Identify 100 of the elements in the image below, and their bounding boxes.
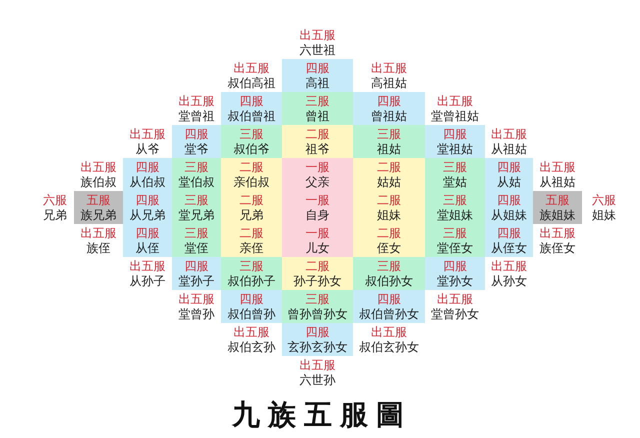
relative-name: 六世孙 [300,372,336,388]
kinship-cell [282,224,353,257]
mourning-degree: 四服 [184,126,208,142]
mourning-degree: 四服 [136,192,160,208]
mourning-degree: 出五服 [540,226,576,240]
relative-name: 从侄女 [491,240,527,256]
relative-name: 父亲 [306,174,330,190]
mourning-degree: 四服 [377,292,401,306]
relative-name: 兄弟 [240,208,264,222]
kinship-cell [221,290,282,323]
relative-name: 堂祖姑 [437,142,473,156]
mourning-degree: 出五服 [80,226,116,240]
relative-name: 亲侄 [240,240,264,256]
mourning-degree: 一服 [306,192,330,208]
relative-name: 玄孙玄孙女 [288,340,348,354]
relative-name: 堂曾孙 [178,306,214,322]
relative-name: 堂孙子 [178,274,214,288]
relative-name: 堂侄 [184,240,208,256]
relative-name: 亲伯叔 [234,174,270,190]
relative-name: 族侄 [86,240,110,256]
relative-name: 叔伯爷 [234,142,270,156]
kinship-cell [282,323,353,356]
relative-name: 六世祖 [300,42,336,58]
kinship-cell [353,92,425,125]
mourning-degree: 四服 [240,292,264,306]
diagram-title: 九族五服圖 [230,398,412,432]
kinship-cell [221,158,282,191]
relative-name: 姐妹 [592,208,616,222]
kinship-cell [353,290,425,323]
relative-name: 族侄女 [540,240,576,256]
kinship-cell [172,224,221,257]
relative-name: 祖爷 [306,142,330,156]
kinship-cell [282,125,353,158]
mourning-degree: 六服 [592,192,616,208]
relative-name: 姑姑 [377,174,401,190]
mourning-degree: 三服 [377,126,401,142]
mourning-degree: 五服 [86,192,110,208]
kinship-cell [221,125,282,158]
kinship-cell [172,125,221,158]
relative-name: 堂兄弟 [178,208,214,222]
mourning-degree: 三服 [377,258,401,274]
mourning-degree: 四服 [443,126,467,142]
mourning-degree: 四服 [184,258,208,274]
relative-name: 族兄弟 [80,208,116,222]
relative-name: 堂姑 [443,174,467,190]
relative-name: 堂伯叔 [178,174,214,190]
mourning-degree: 五服 [546,192,570,208]
mourning-degree: 四服 [240,94,264,108]
relative-name: 高祖 [306,76,330,90]
mourning-degree: 二服 [377,226,401,240]
relative-name: 曾孙曾孙女 [288,306,348,322]
mourning-degree: 四服 [136,160,160,174]
kinship-cell [282,158,353,191]
relative-name: 高祖姑 [371,76,407,90]
mourning-degree: 出五服 [178,292,214,306]
relative-name: 曾祖 [306,108,330,124]
mourning-degree: 四服 [377,94,401,108]
kinship-cell [282,257,353,290]
kinship-cell [485,158,533,191]
mourning-degree: 四服 [443,258,467,274]
mourning-degree: 三服 [306,94,330,108]
mourning-degree: 四服 [306,60,330,76]
mourning-degree: 二服 [240,160,264,174]
kinship-cell [533,191,582,224]
mourning-degree: 三服 [240,258,264,274]
relative-name: 堂曾孙女 [431,306,479,322]
relative-name: 曾祖姑 [371,108,407,124]
kinship-cell [353,125,425,158]
mourning-degree: 出五服 [437,94,473,108]
mourning-degree: 三服 [184,226,208,240]
relative-name: 祖姑 [377,142,401,156]
mourning-degree: 四服 [497,160,521,174]
relative-name: 从兄弟 [130,208,166,222]
kinship-cell [425,224,485,257]
mourning-degree: 出五服 [491,126,527,142]
mourning-degree: 三服 [184,192,208,208]
mourning-degree: 二服 [377,192,401,208]
mourning-degree: 出五服 [130,258,166,274]
mourning-degree: 四服 [136,226,160,240]
relative-name: 兄弟 [43,208,67,222]
mourning-degree: 四服 [306,324,330,340]
mourning-degree: 二服 [240,192,264,208]
kinship-cell [353,224,425,257]
relative-name: 叔伯曾孙女 [359,306,419,322]
mourning-degree: 三服 [306,292,330,306]
kinship-cell [74,191,123,224]
mourning-degree: 三服 [443,192,467,208]
relative-name: 叔伯孙子 [228,274,276,288]
kinship-cell [282,92,353,125]
kinship-cell [353,257,425,290]
kinship-cell [123,224,172,257]
relative-name: 叔伯玄孙女 [359,340,419,354]
relative-name: 堂姐妹 [437,208,473,222]
mourning-degree: 一服 [306,226,330,240]
relative-name: 族伯叔 [80,174,116,190]
mourning-degree: 出五服 [491,258,527,274]
relative-name: 叔伯孙女 [365,274,413,288]
relative-name: 从伯叔 [130,174,166,190]
mourning-degree: 二服 [240,226,264,240]
kinship-cell [425,125,485,158]
